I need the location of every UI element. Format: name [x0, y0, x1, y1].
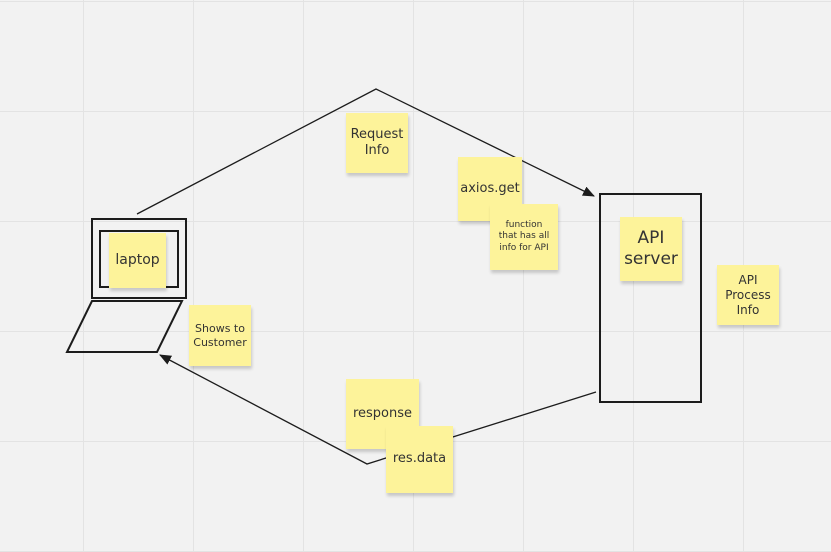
- sticky-note-api-process-info[interactable]: API Process Info: [717, 265, 779, 325]
- sticky-note-shows-to-customer[interactable]: Shows to Customer: [189, 305, 251, 366]
- sticky-note-request-info[interactable]: Request Info: [346, 113, 408, 173]
- api-server-box[interactable]: [599, 193, 702, 403]
- sticky-note-function-info[interactable]: function that has all info for API: [490, 204, 558, 270]
- sticky-note-laptop[interactable]: laptop: [109, 233, 166, 288]
- laptop-screen-outer[interactable]: [91, 218, 187, 299]
- sticky-note-api-server[interactable]: API server: [620, 217, 682, 281]
- laptop-base-shape[interactable]: [65, 300, 184, 353]
- sticky-note-res-data[interactable]: res.data: [386, 426, 453, 493]
- response-arrow[interactable]: [159, 354, 597, 465]
